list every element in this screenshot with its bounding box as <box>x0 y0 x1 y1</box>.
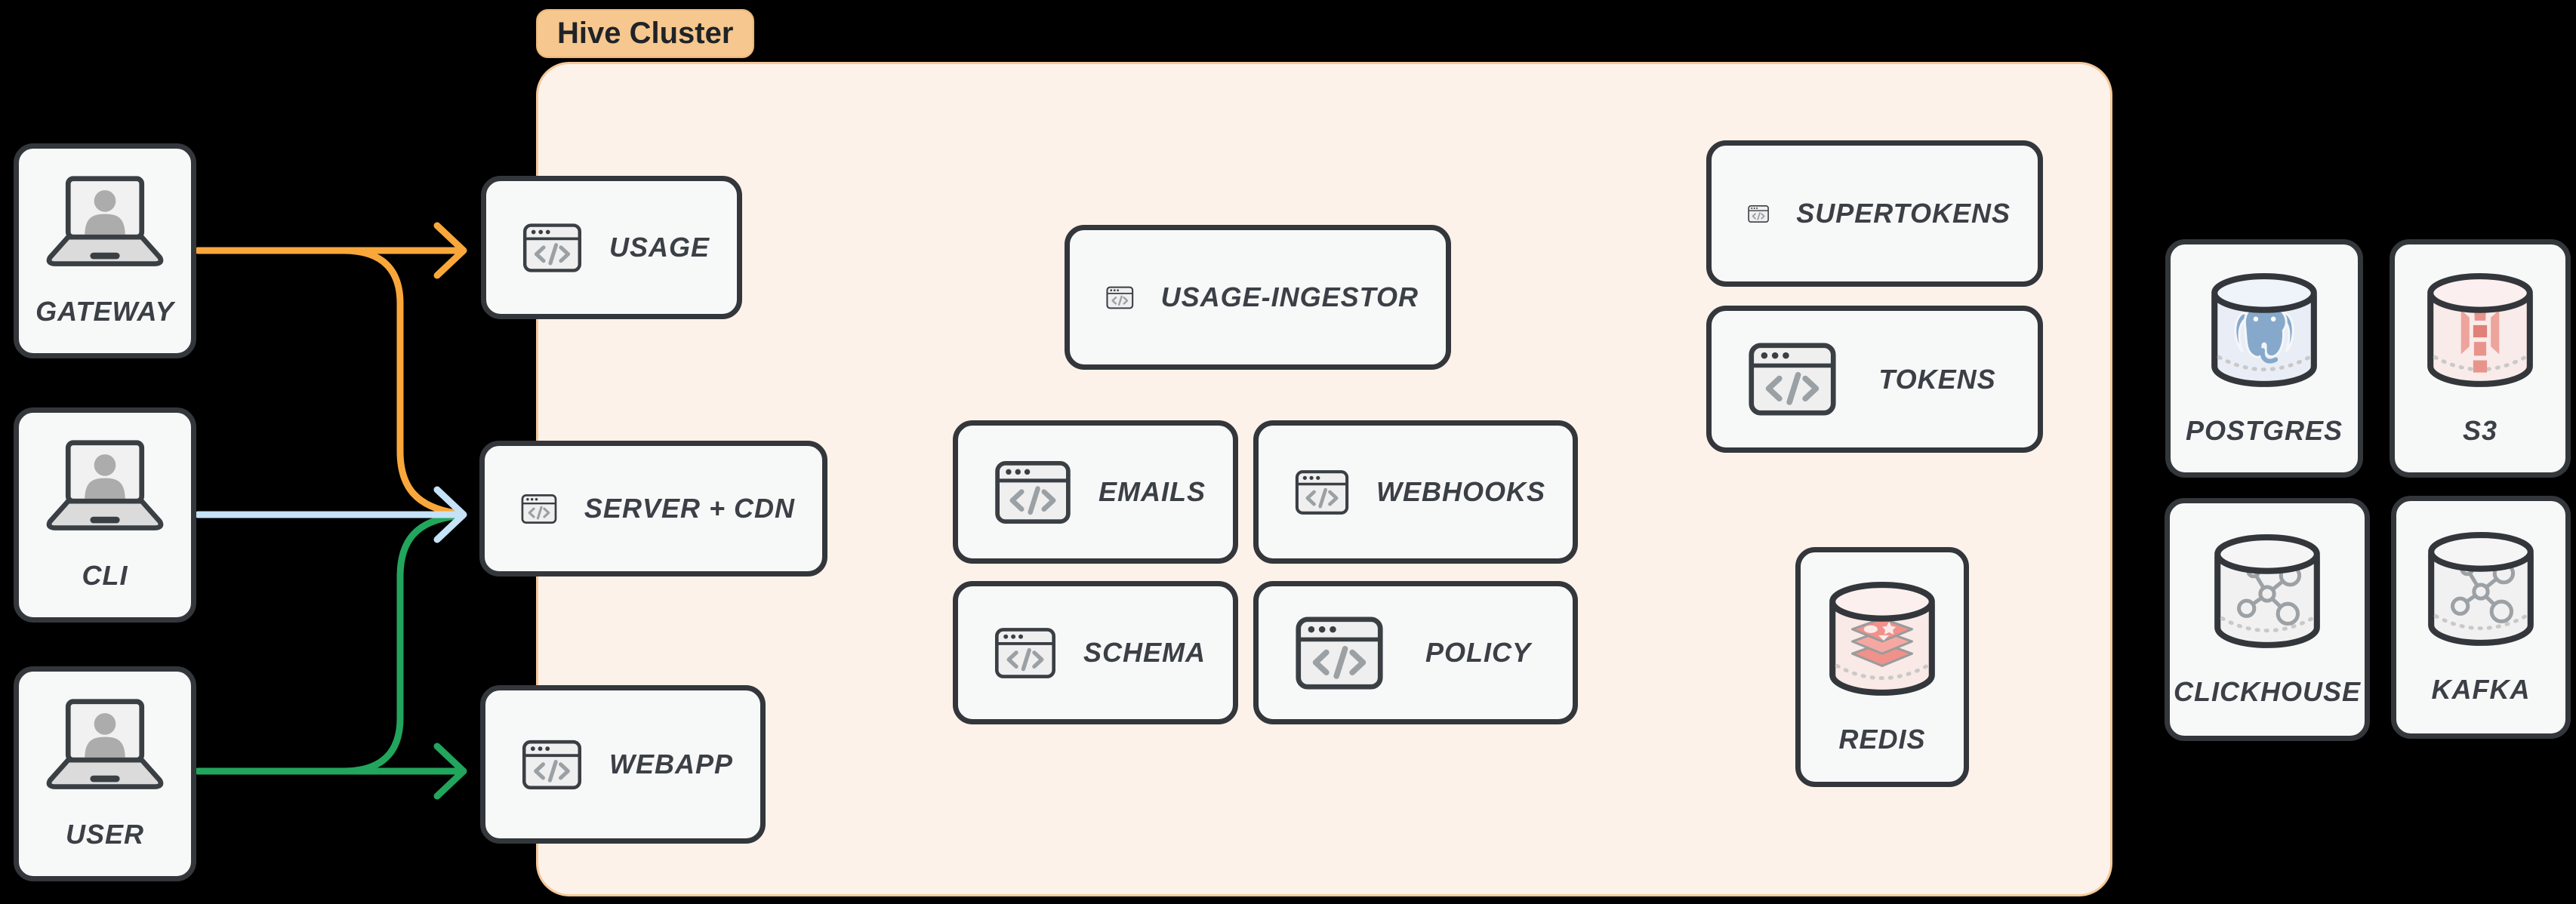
node-s3-label: S3 <box>2462 415 2498 446</box>
node-gateway-label: GATEWAY <box>35 295 174 327</box>
node-server-cdn-label: SERVER + CDN <box>584 493 795 524</box>
node-postgres: POSTGRES <box>2165 239 2363 478</box>
arrowhead-usage <box>433 222 467 279</box>
node-gateway: GATEWAY <box>14 143 196 358</box>
node-clickhouse-label: CLICKHOUSE <box>2173 676 2361 707</box>
node-kafka-label: KAFKA <box>2431 674 2531 705</box>
code-window-icon <box>1106 260 1134 335</box>
node-redis: REDIS <box>1795 547 1969 787</box>
code-window-icon <box>1748 342 1837 417</box>
database-redis-icon <box>1825 579 1940 701</box>
code-window-icon <box>522 727 582 802</box>
node-emails: EMAILS <box>953 420 1238 564</box>
node-webapp: WEBAPP <box>480 685 766 844</box>
database-s3-icon <box>2423 270 2537 392</box>
node-supertokens: SUPERTOKENS <box>1706 140 2043 287</box>
node-postgres-label: POSTGRES <box>2185 415 2343 446</box>
code-window-icon <box>1748 177 1769 251</box>
arrow-gateway-servercdn <box>340 247 460 517</box>
node-user: USER <box>14 666 196 881</box>
laptop-user-icon <box>36 439 174 537</box>
node-server-cdn: SERVER + CDN <box>479 441 827 577</box>
hive-cluster-label: Hive Cluster <box>536 9 755 58</box>
node-redis-label: REDIS <box>1838 724 1926 755</box>
node-webhooks-label: WEBHOOKS <box>1376 476 1545 507</box>
node-usage-label: USAGE <box>609 232 710 263</box>
node-usage: USAGE <box>481 176 742 319</box>
node-emails-label: EMAILS <box>1098 476 1206 507</box>
node-schema: SCHEMA <box>953 581 1238 724</box>
database-nodes-icon <box>2423 529 2538 651</box>
node-supertokens-label: SUPERTOKENS <box>1796 198 2011 229</box>
node-webhooks: WEBHOOKS <box>1253 420 1578 564</box>
node-webapp-label: WEBAPP <box>609 749 733 779</box>
node-policy: POLICY <box>1253 581 1578 724</box>
node-tokens: TOKENS <box>1706 306 2043 453</box>
node-tokens-label: TOKENS <box>1878 363 1996 395</box>
node-schema-label: SCHEMA <box>1083 637 1206 668</box>
node-user-label: USER <box>65 818 145 850</box>
code-window-icon <box>522 211 582 285</box>
database-nodes-icon <box>2210 531 2325 653</box>
arrowhead-servercdn <box>433 486 467 543</box>
node-clickhouse: CLICKHOUSE <box>2165 498 2370 741</box>
code-window-icon <box>521 472 557 546</box>
code-window-icon <box>1295 616 1384 690</box>
node-usage-ingestor: USAGE-INGESTOR <box>1065 225 1451 370</box>
arrow-user-servercdn <box>340 512 460 775</box>
node-kafka: KAFKA <box>2391 496 2571 739</box>
arrowhead-webapp <box>433 743 467 800</box>
node-cli-label: CLI <box>82 559 128 591</box>
laptop-user-icon <box>36 698 174 796</box>
code-window-icon <box>994 616 1056 690</box>
database-postgres-icon <box>2207 270 2322 392</box>
code-window-icon <box>994 455 1071 530</box>
laptop-user-icon <box>36 175 174 273</box>
node-usage-ingestor-label: USAGE-INGESTOR <box>1160 281 1419 312</box>
code-window-icon <box>1295 455 1349 530</box>
node-s3: S3 <box>2390 239 2571 478</box>
node-policy-label: POLICY <box>1425 637 1531 668</box>
node-cli: CLI <box>14 407 196 623</box>
